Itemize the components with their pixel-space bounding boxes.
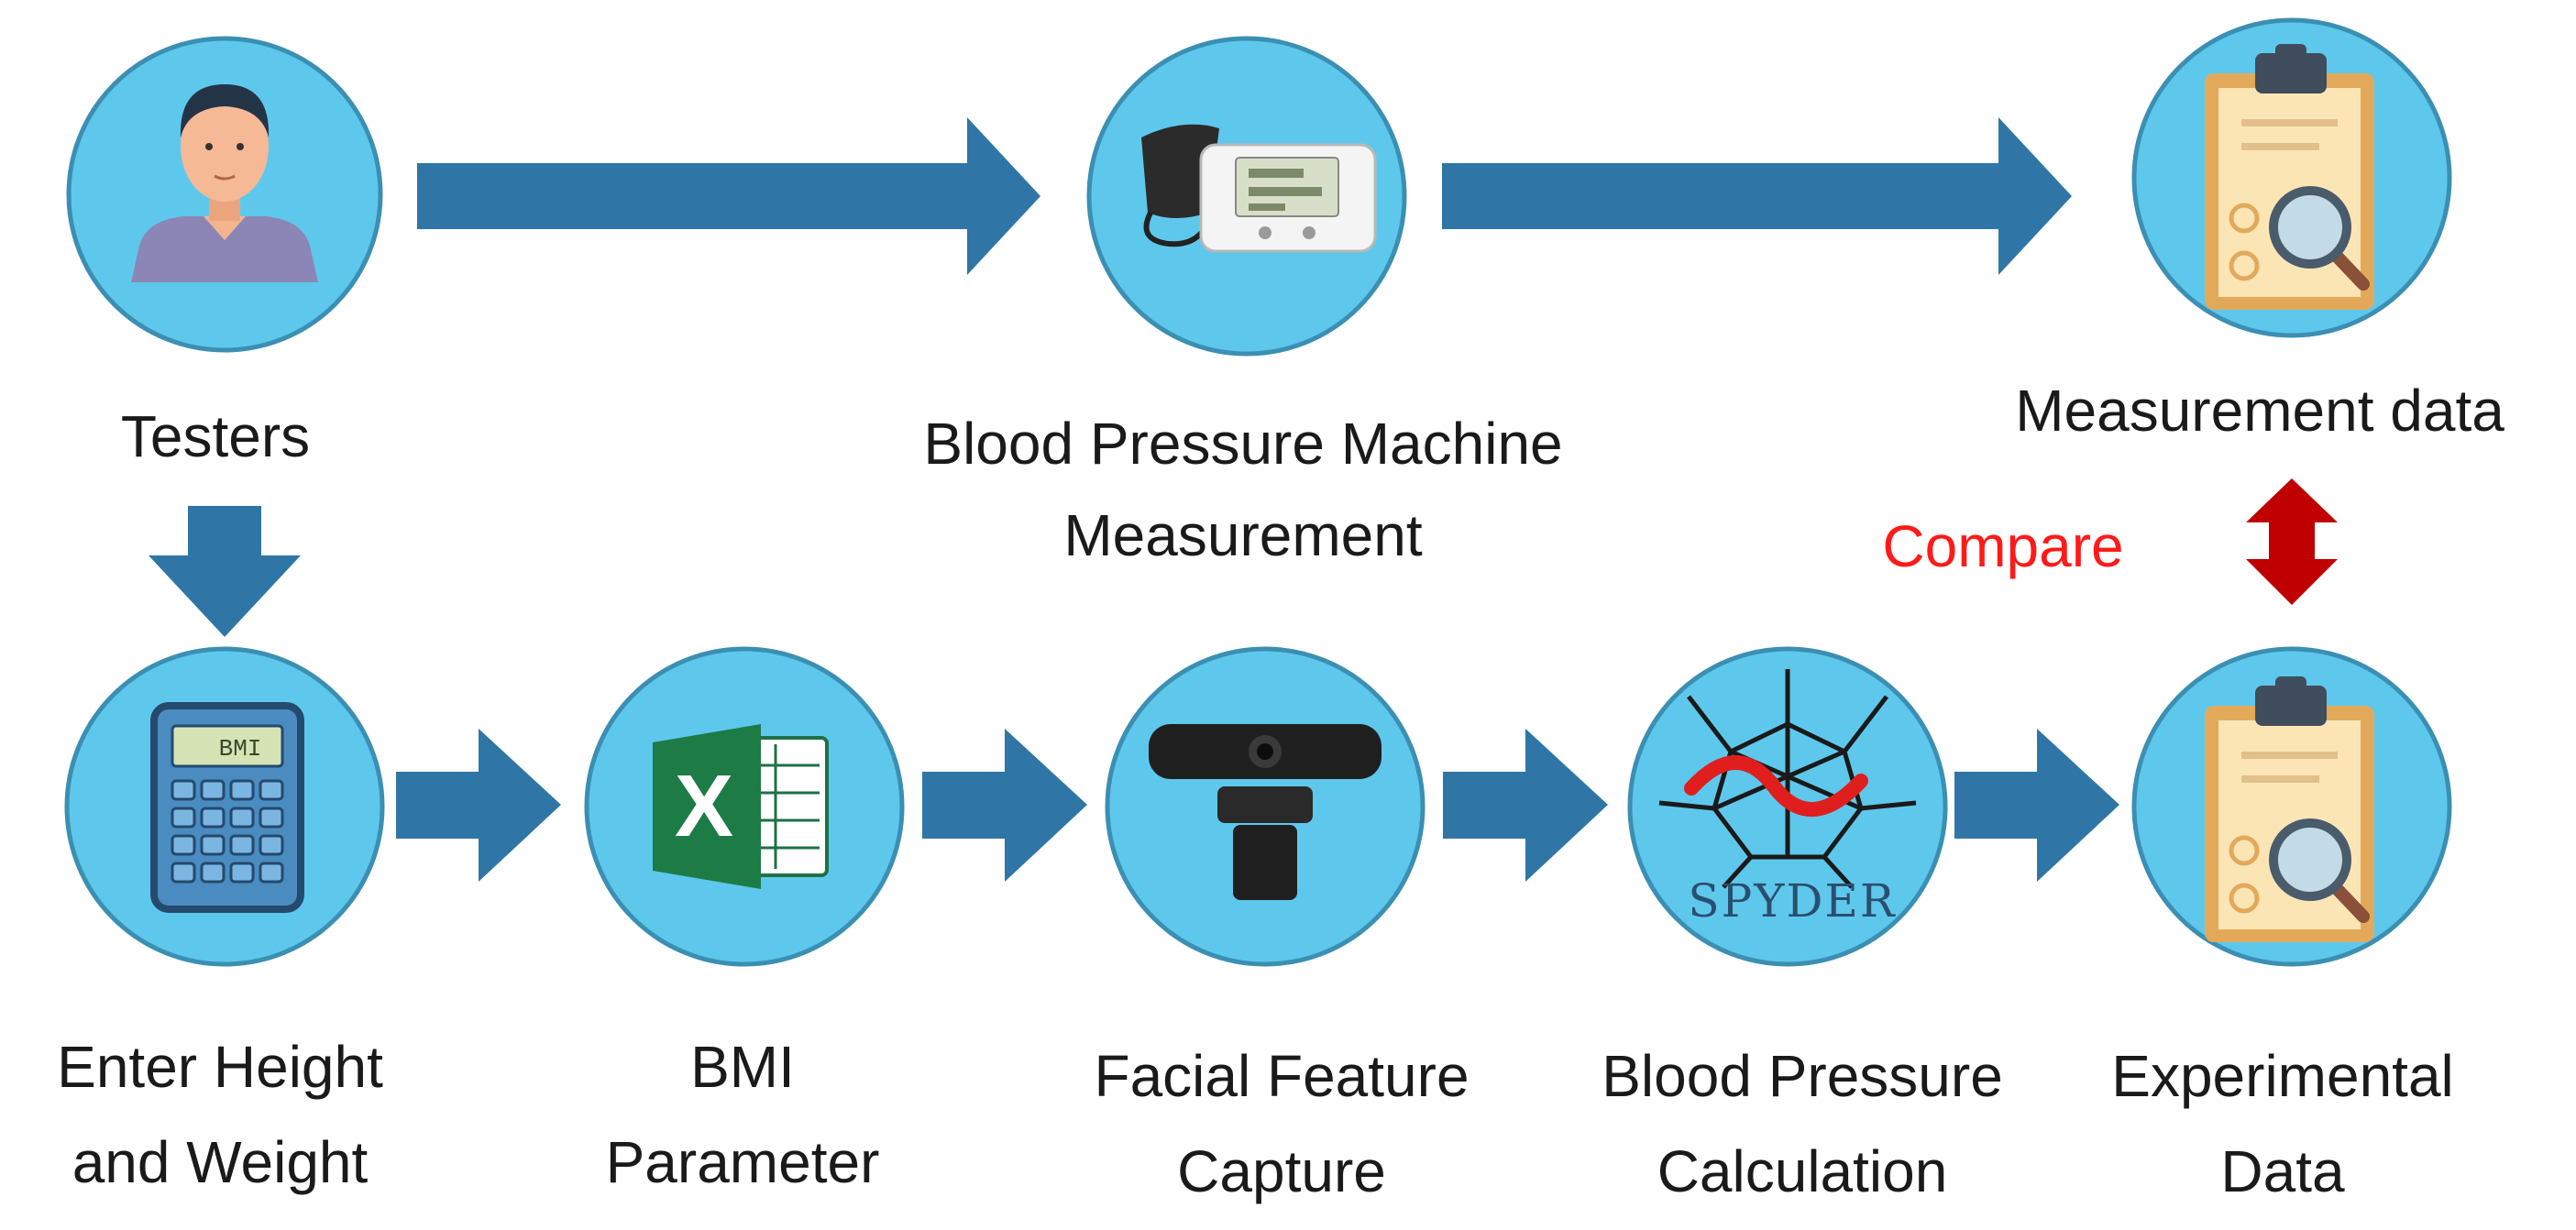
node-facial-capture xyxy=(1105,646,1426,967)
facial-capture-label-line2: Capture xyxy=(1177,1138,1386,1204)
excel-letter: X xyxy=(675,757,733,855)
arrow-testers-down xyxy=(149,506,301,637)
arrow-bp-machine-to-measurement-data xyxy=(1442,117,2072,275)
node-testers xyxy=(66,36,383,353)
blood-pressure-monitor-icon xyxy=(1141,124,1377,253)
clipboard-magnifier-icon xyxy=(2205,676,2374,942)
bp-calculation-label-line2: Calculation xyxy=(1657,1138,1948,1204)
person-icon xyxy=(131,84,318,282)
experimental-data-label-line1: Experimental xyxy=(2111,1043,2454,1109)
bp-machine-label-line1: Blood Pressure Machine xyxy=(923,411,1562,477)
bmi-parameter-label-line1: BMI xyxy=(690,1034,795,1100)
webcam-icon xyxy=(1149,724,1382,900)
arrow-height-to-bmi xyxy=(396,729,561,882)
arrow-facial-to-calculation xyxy=(1443,729,1608,882)
spyder-logo-text: SPYDER xyxy=(1688,874,1896,928)
node-bmi-parameter: X xyxy=(584,646,905,967)
bmi-screen-text: BMI xyxy=(219,735,262,763)
testers-label: Testers xyxy=(121,403,310,469)
spyder-icon: SPYDER xyxy=(1658,669,1917,928)
bp-machine-label-line2: Measurement xyxy=(1063,502,1423,568)
arrow-bmi-to-facial xyxy=(922,729,1087,882)
bmi-parameter-label-line2: Parameter xyxy=(606,1129,880,1195)
clipboard-magnifier-icon xyxy=(2205,44,2374,310)
node-measurement-data xyxy=(2131,17,2452,338)
enter-height-weight-label-line2: and Weight xyxy=(72,1129,369,1195)
bmi-calculator-icon: BMI xyxy=(150,702,304,913)
bp-calculation-label-line1: Blood Pressure xyxy=(1602,1043,2003,1109)
compare-label: Compare xyxy=(1882,513,2123,579)
measurement-data-label: Measurement data xyxy=(2015,378,2504,444)
node-enter-height-weight: BMI xyxy=(64,646,385,967)
flow-arrows xyxy=(149,117,2119,882)
arrow-testers-to-bp-machine xyxy=(417,117,1040,275)
excel-icon: X xyxy=(653,724,829,889)
enter-height-weight-label-line1: Enter Height xyxy=(57,1034,383,1100)
node-bp-calculation: SPYDER xyxy=(1627,646,1948,967)
experimental-data-label-line2: Data xyxy=(2220,1138,2345,1204)
arrow-calculation-to-experimental xyxy=(1954,729,2119,882)
facial-capture-label-line1: Facial Feature xyxy=(1094,1043,1469,1109)
double-arrow-icon xyxy=(2246,478,2338,605)
node-bp-machine xyxy=(1086,36,1407,357)
node-experimental-data xyxy=(2131,646,2452,967)
